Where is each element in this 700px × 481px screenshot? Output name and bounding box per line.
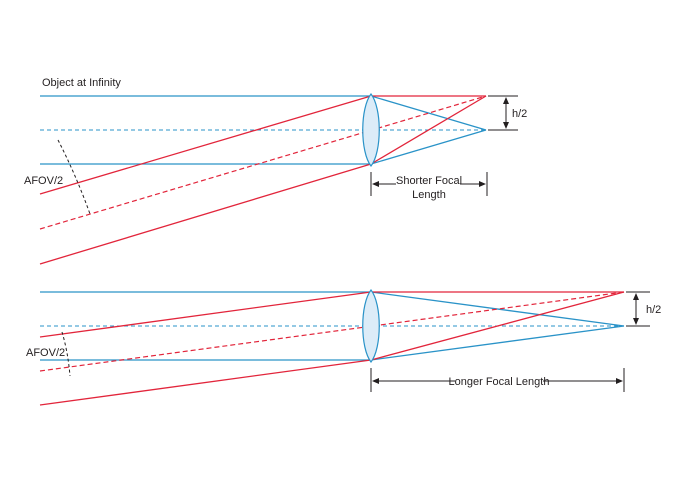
top-focal-label-line2: Length: [412, 189, 446, 201]
bottom-focal-arrow-left: [372, 378, 379, 384]
bottom-red-ray-lower: [39, 359, 372, 406]
bottom-panel: AFOV/2 h/2 Longer Focal Length: [26, 289, 661, 406]
bottom-afov-arc: [61, 331, 71, 377]
top-h2-label: h/2: [512, 108, 527, 120]
bottom-afov-label: AFOV/2: [26, 347, 65, 359]
bottom-blue-converge-upper: [370, 291, 625, 327]
top-afov-label: AFOV/2: [24, 175, 63, 187]
bottom-h2-arrow-down: [633, 318, 639, 325]
bottom-red-converge-lower: [370, 291, 625, 361]
bottom-red-chief-ray: [39, 291, 625, 372]
bottom-blue-converge-lower: [370, 325, 625, 361]
top-afov-arc: [57, 139, 91, 215]
top-focal-arrow-left: [372, 181, 379, 187]
object-at-infinity-label: Object at Infinity: [42, 77, 121, 89]
top-h2-arrow-up: [503, 97, 509, 104]
bottom-red-ray-upper: [39, 291, 372, 338]
top-panel: Object at Infinity AFOV/2 h/2: [24, 77, 527, 265]
top-red-ray-upper: [39, 95, 372, 195]
bottom-lens: [362, 289, 380, 363]
bottom-focal-arrow-right: [616, 378, 623, 384]
top-h2-arrow-down: [503, 122, 509, 129]
bottom-h2-arrow-up: [633, 293, 639, 300]
top-red-converge-lower: [370, 95, 487, 165]
top-lens: [362, 93, 380, 167]
top-red-ray-lower: [39, 163, 372, 265]
top-focal-label-line1: Shorter Focal: [396, 175, 462, 187]
top-focal-arrow-right: [479, 181, 486, 187]
top-blue-converge-upper: [370, 95, 487, 131]
bottom-focal-label: Longer Focal Length: [449, 376, 550, 388]
top-blue-converge-lower: [370, 129, 487, 165]
bottom-h2-label: h/2: [646, 304, 661, 316]
top-red-chief-ray: [39, 95, 487, 230]
